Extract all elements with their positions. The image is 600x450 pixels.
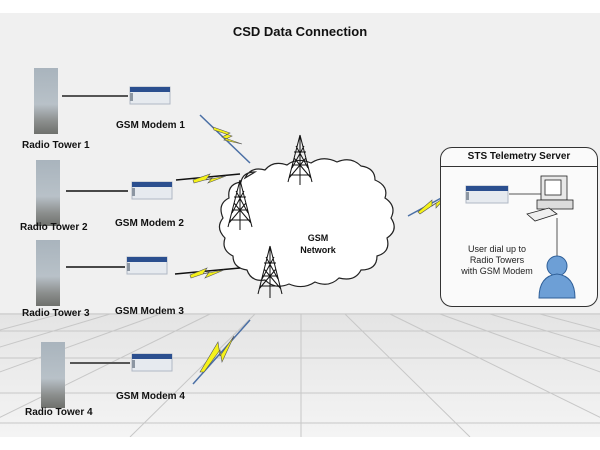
computer-icon [526, 175, 574, 222]
lightning-bolt-2 [175, 173, 241, 184]
gsm-network-label-line1: GSM [307, 233, 329, 243]
gsm-modem-2-icon [131, 181, 173, 200]
gsm-network-label-line2: Network [300, 245, 336, 255]
gsm-network-cloud [218, 158, 395, 288]
radio-tower-4-photo [41, 342, 65, 408]
cell-tower-icon [227, 179, 253, 230]
server-note: User dial up to Radio Towers with GSM Mo… [449, 244, 545, 277]
cell-tower-icon [257, 245, 283, 298]
server-title: STS Telemetry Server [441, 148, 597, 167]
radio-tower-2-photo [36, 160, 60, 226]
lightning-bolt-3 [174, 267, 241, 279]
gsm-modem-4-icon [131, 353, 173, 372]
sts-telemetry-server-panel: STS Telemetry Server User dial up to Rad… [440, 147, 598, 307]
gsm-modem-1-label: GSM Modem 1 [116, 120, 185, 131]
server-gsm-modem-icon [465, 185, 509, 204]
gsm-modem-3-icon [126, 256, 168, 275]
lightning-bolt-1 [199, 114, 251, 164]
server-note-line: Radio Towers [469, 255, 525, 265]
server-note-line: User dial up to [467, 244, 527, 254]
radio-tower-1-photo [34, 68, 58, 134]
server-graphics [465, 175, 576, 299]
radio-tower-1-label: Radio Tower 1 [22, 140, 90, 151]
gsm-modem-3-label: GSM Modem 3 [115, 306, 184, 317]
user-person-icon [538, 255, 576, 299]
radio-tower-4-label: Radio Tower 4 [25, 407, 93, 418]
diagram-title: CSD Data Connection [232, 24, 368, 39]
cell-tower-icon [287, 134, 313, 185]
radio-tower-3-photo [36, 240, 60, 306]
gsm-modem-2-label: GSM Modem 2 [115, 218, 184, 229]
radio-tower-2-label: Radio Tower 2 [20, 222, 88, 233]
server-note-line: with GSM Modem [461, 266, 533, 276]
lightning-bolt-4 [192, 319, 251, 385]
gsm-modem-1-icon [129, 86, 171, 105]
gsm-modem-4-label: GSM Modem 4 [116, 391, 185, 402]
gsm-network-label: GSM Network [288, 232, 348, 256]
radio-tower-3-label: Radio Tower 3 [22, 308, 90, 319]
